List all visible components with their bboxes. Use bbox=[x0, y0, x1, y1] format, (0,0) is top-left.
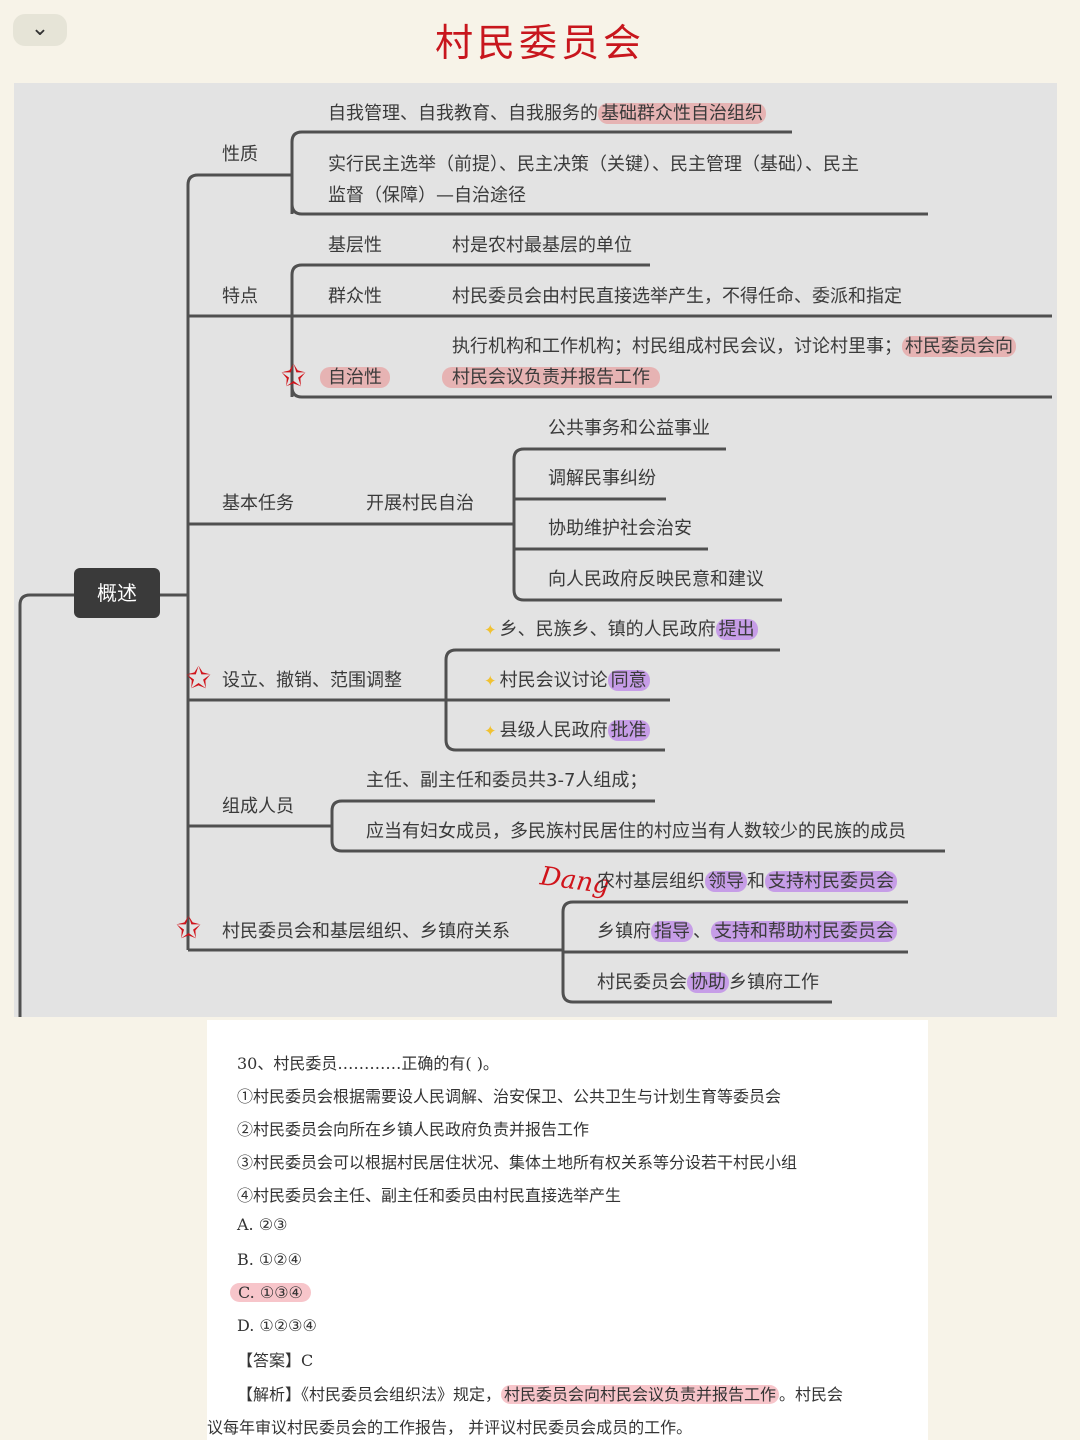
task-item: 协助维护社会治安 bbox=[548, 518, 692, 539]
node-nature: 性质 bbox=[222, 144, 258, 165]
setup-item: ✦村民会议讨论同意 bbox=[484, 669, 650, 693]
task-item: 公共事务和公益事业 bbox=[548, 418, 710, 439]
question-card: 30、村民委员…………正确的有( )。 ①村民委员会根据需要设人民调解、治安保卫… bbox=[207, 1020, 928, 1440]
statement: ①村民委员会根据需要设人民调解、治安保卫、公共卫生与计划生育等委员会 bbox=[237, 1087, 782, 1106]
feature-text-3a: 执行机构和工作机构；村民组成村民会议，讨论村里事；村民委员会向 bbox=[452, 335, 1016, 359]
statement: ②村民委员会向所在乡镇人民政府负责并报告工作 bbox=[237, 1120, 590, 1139]
chevron-down-icon: ⌄ bbox=[30, 16, 50, 41]
answer: 【答案】C bbox=[237, 1351, 314, 1370]
feature-label-1: 基层性 bbox=[328, 235, 382, 256]
star-icon: ✩ bbox=[186, 661, 212, 696]
nature-line2a: 实行民主选举（前提）、民主决策（关键）、民主管理（基础）、民主 bbox=[328, 154, 859, 175]
sparkle-icon: ✦ bbox=[484, 672, 497, 690]
relation-item: 农村基层组织领导和支持村民委员会 bbox=[597, 870, 897, 894]
option-c: C. ①③④ bbox=[230, 1283, 311, 1302]
feature-text-2: 村民委员会由村民直接选举产生，不得任命、委派和指定 bbox=[452, 286, 902, 307]
node-tasks: 基本任务 bbox=[222, 493, 294, 514]
setup-item: ✦县级人民政府批准 bbox=[484, 719, 650, 743]
tasks-sub: 开展村民自治 bbox=[366, 493, 474, 514]
relation-item: 乡镇府指导、支持和帮助村民委员会 bbox=[597, 920, 897, 944]
sparkle-icon: ✦ bbox=[484, 722, 497, 740]
page-title: 村民委员会 bbox=[434, 21, 645, 65]
sparkle-icon: ✦ bbox=[484, 621, 497, 639]
question-stem: 30、村民委员…………正确的有( )。 bbox=[237, 1054, 499, 1073]
node-members: 组成人员 bbox=[222, 796, 294, 817]
node-setup: 设立、撤销、范围调整 bbox=[222, 670, 402, 691]
feature-text-1: 村是农村最基层的单位 bbox=[452, 235, 632, 256]
relation-item: 村民委员会协助乡镇府工作 bbox=[597, 972, 819, 993]
node-relation: 村民委员会和基层组织、乡镇府关系 bbox=[222, 921, 510, 942]
root-node: 概述 bbox=[74, 568, 160, 618]
task-item: 调解民事纠纷 bbox=[548, 468, 656, 489]
node-features: 特点 bbox=[222, 286, 258, 307]
nature-line1: 自我管理、自我教育、自我服务的基础群众性自治组织 bbox=[328, 102, 766, 126]
nature-line2b: 监督（保障）—自治途径 bbox=[328, 185, 526, 206]
statement: ③村民委员会可以根据村民居住状况、集体土地所有权关系等分设若干村民小组 bbox=[237, 1153, 798, 1172]
star-icon: ✩ bbox=[176, 911, 202, 946]
star-icon: ✩ bbox=[281, 359, 307, 394]
analysis: 【解析】《村民委员会组织法》规定，村民委员会向村民会议负责并报告工作。村民会 bbox=[237, 1385, 844, 1404]
feature-text-3b: 村民会议负责并报告工作 bbox=[442, 366, 660, 390]
task-item: 向人民政府反映民意和建议 bbox=[548, 569, 764, 590]
setup-item: ✦乡、民族乡、镇的人民政府提出 bbox=[484, 618, 758, 642]
feature-label-3: 自治性 bbox=[320, 366, 390, 390]
feature-label-2: 群众性 bbox=[328, 286, 382, 307]
analysis-line2: 议每年审议村民委员会的工作报告， 并评议村民委员会成员的工作。 bbox=[207, 1418, 693, 1437]
members-line2: 应当有妇女成员，多民族村民居住的村应当有人数较少的民族的成员 bbox=[366, 821, 906, 842]
back-button[interactable]: ⌄ bbox=[13, 14, 67, 46]
members-line1: 主任、副主任和委员共3-7人组成； bbox=[366, 770, 648, 791]
option-b: B. ①②④ bbox=[237, 1250, 302, 1269]
option-d: D. ①②③④ bbox=[237, 1316, 317, 1335]
statement: ④村民委员会主任、副主任和委员由村民直接选举产生 bbox=[237, 1186, 622, 1205]
option-a: A. ②③ bbox=[237, 1215, 288, 1234]
